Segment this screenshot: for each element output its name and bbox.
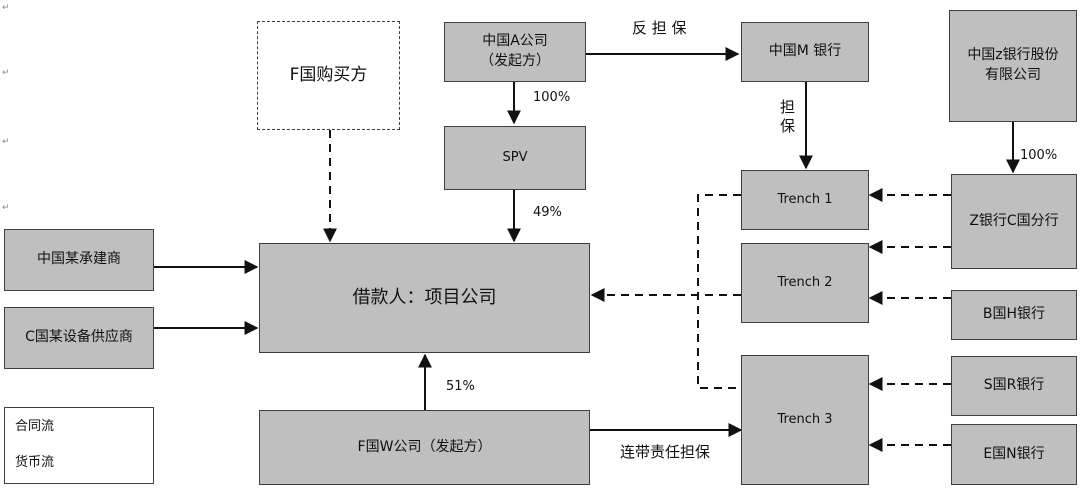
node-z-bank-branch-label: Z银行C国分行	[969, 212, 1059, 229]
node-a-company-label: 中国A公司 （发起方）	[480, 33, 550, 69]
node-m-bank: 中国M 银行	[741, 22, 869, 82]
node-w-company-label: F国W公司（发起方）	[357, 438, 492, 455]
node-trench3-label: Trench 3	[777, 411, 833, 427]
label-joint-guarantee: 连带责任担保	[620, 443, 711, 461]
node-f-buyer: F国购买方	[257, 21, 400, 130]
label-pct-z: 100%	[1020, 148, 1058, 163]
paragraph-mark: ↵	[2, 203, 10, 213]
legend-money-flow-label: 货币流	[15, 455, 55, 470]
label-pct-w: 51%	[446, 379, 475, 394]
node-trench1: Trench 1	[741, 170, 869, 230]
node-supplier-label: C国某设备供应商	[25, 329, 133, 346]
node-e-bank-label: E国N银行	[983, 445, 1045, 462]
node-b-bank: B国H银行	[951, 290, 1077, 340]
label-guarantee: 担保	[780, 98, 796, 135]
node-z-bank-branch: Z银行C国分行	[951, 174, 1077, 269]
node-a-company: 中国A公司 （发起方）	[444, 22, 586, 82]
node-trench3: Trench 3	[741, 355, 869, 485]
node-s-bank-label: S国R银行	[983, 377, 1045, 394]
node-w-company: F国W公司（发起方）	[259, 410, 590, 485]
node-s-bank: S国R银行	[951, 356, 1077, 416]
node-z-bank-hq: 中国z银行股份 有限公司	[949, 10, 1077, 122]
node-f-buyer-label: F国购买方	[289, 64, 368, 85]
label-counter-guarantee: 反 担 保	[632, 19, 687, 37]
node-trench1-label: Trench 1	[777, 191, 833, 207]
node-contractor: 中国某承建商	[4, 229, 154, 291]
node-borrower-label: 借款人：项目公司	[352, 287, 497, 309]
node-e-bank: E国N银行	[951, 424, 1077, 485]
node-m-bank-label: 中国M 银行	[768, 43, 842, 60]
node-spv: SPV	[444, 126, 586, 190]
node-borrower: 借款人：项目公司	[259, 243, 590, 353]
legend-contract-flow-label: 合同流	[15, 419, 55, 434]
node-spv-label: SPV	[502, 149, 528, 165]
node-supplier: C国某设备供应商	[4, 307, 154, 369]
paragraph-mark: ↵	[2, 3, 10, 13]
legend: 合同流 货币流	[4, 407, 154, 484]
node-contractor-label: 中国某承建商	[37, 251, 121, 268]
node-trench2-label: Trench 2	[777, 274, 833, 290]
node-z-bank-hq-label: 中国z银行股份 有限公司	[967, 47, 1059, 83]
label-pct-spv-borrower: 49%	[533, 205, 562, 220]
paragraph-mark: ↵	[2, 68, 10, 78]
dash-trench-collector	[697, 194, 741, 389]
node-b-bank-label: B国H银行	[982, 306, 1046, 323]
label-pct-a-spv: 100%	[533, 90, 571, 105]
paragraph-mark: ↵	[2, 137, 10, 147]
node-trench2: Trench 2	[741, 243, 869, 323]
